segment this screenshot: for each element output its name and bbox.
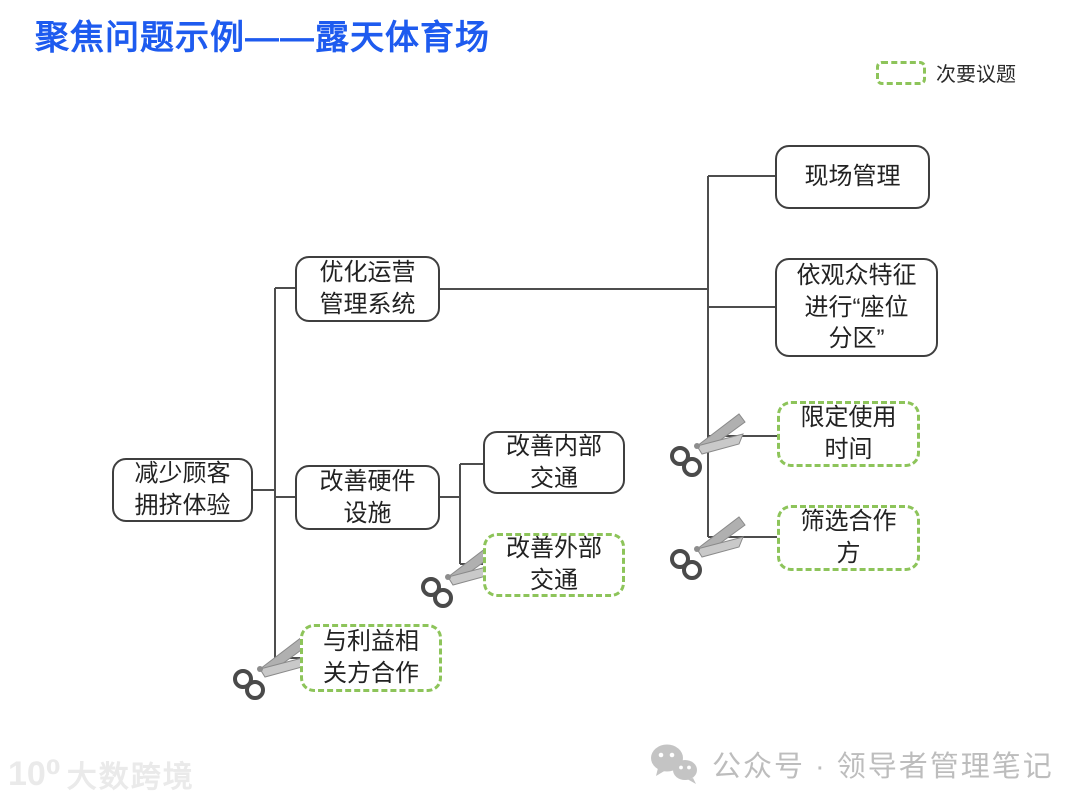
node-seat-zoning: 依观众特征 进行“座位 分区” xyxy=(775,258,938,357)
wechat-account-label: 公众号 · 领导者管理笔记 xyxy=(712,751,1054,783)
node-stakeholder-cooperation: 与利益相 关方合作 xyxy=(300,624,442,692)
node-reduce-crowding: 减少顾客 拥挤体验 xyxy=(112,458,253,522)
page-title: 聚焦问题示例——露天体育场 xyxy=(35,19,490,57)
node-optimize-operations: 优化运营 管理系统 xyxy=(295,256,440,322)
wechat-account-banner: 公众号 · 领导者管理笔记 xyxy=(650,742,1054,786)
node-onsite-management: 现场管理 xyxy=(775,145,930,209)
secondary-topic-swatch-icon xyxy=(876,60,926,85)
node-filter-partners: 筛选合作 方 xyxy=(777,505,920,571)
wechat-icon xyxy=(651,744,697,784)
watermark: 10⁰ 大数跨境 xyxy=(8,752,195,796)
node-improve-hardware: 改善硬件 设施 xyxy=(295,465,440,530)
connector-lines xyxy=(253,175,779,659)
legend-label: 次要议题 xyxy=(936,64,1016,86)
connector-line xyxy=(438,175,779,538)
legend: 次要议题 xyxy=(876,58,1016,87)
connector-line xyxy=(438,463,485,565)
node-internal-traffic: 改善内部 交通 xyxy=(483,431,625,494)
node-limit-usage-time: 限定使用 时间 xyxy=(777,401,920,467)
node-external-traffic: 改善外部 交通 xyxy=(483,533,625,597)
watermark-logo: 10⁰ xyxy=(8,755,61,793)
connector-line xyxy=(253,287,302,659)
watermark-text: 大数跨境 xyxy=(66,761,195,794)
scissors-icon xyxy=(233,635,310,700)
